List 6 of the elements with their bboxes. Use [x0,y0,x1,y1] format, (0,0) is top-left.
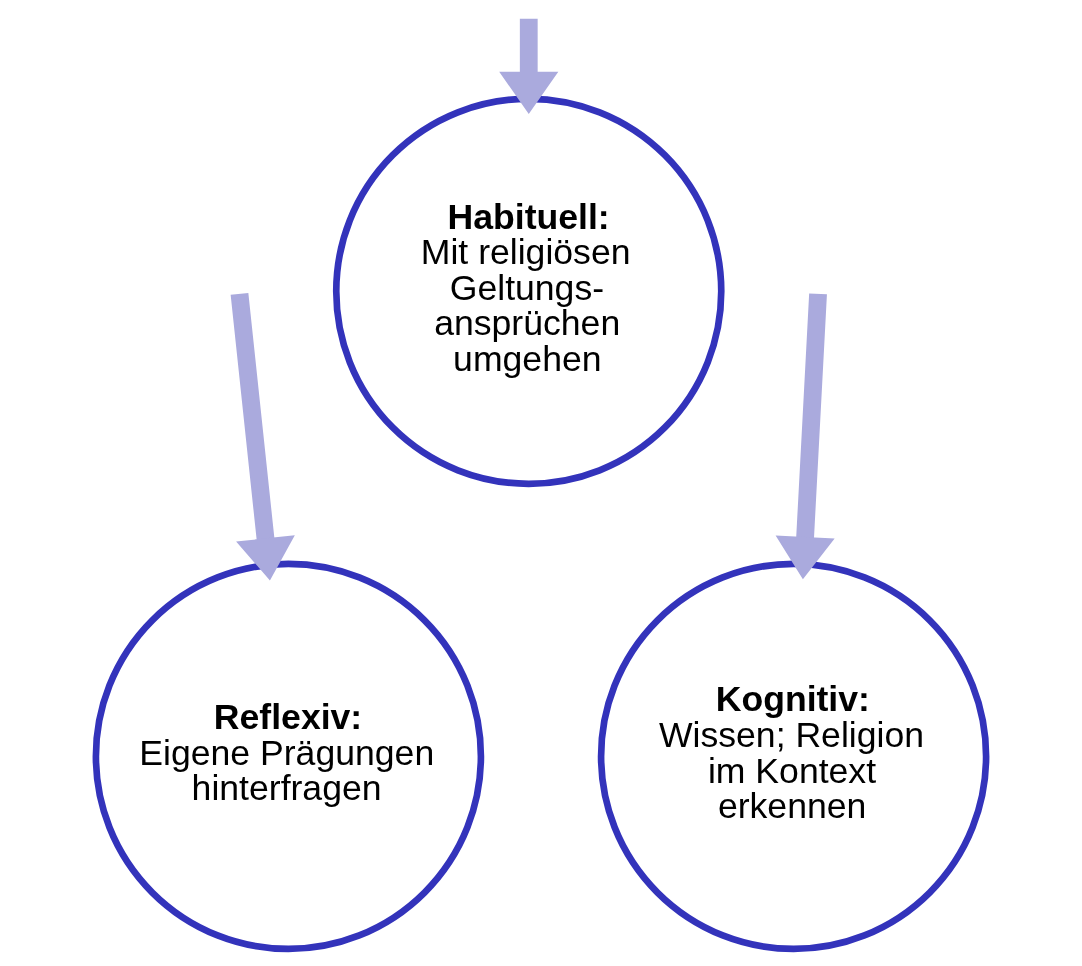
arrow [499,18,559,114]
node-circle: Habituell: Mit religiösen Geltungs- ansprüchen umgehen [332,95,725,488]
arrow [775,293,835,580]
node-circle: Reflexiv: Eigene Prägungen hinterfragen [92,560,485,953]
node-circle: Kognitiv: Wissen; Religion im Kontext erkennen [597,560,990,953]
arrow [230,292,295,581]
